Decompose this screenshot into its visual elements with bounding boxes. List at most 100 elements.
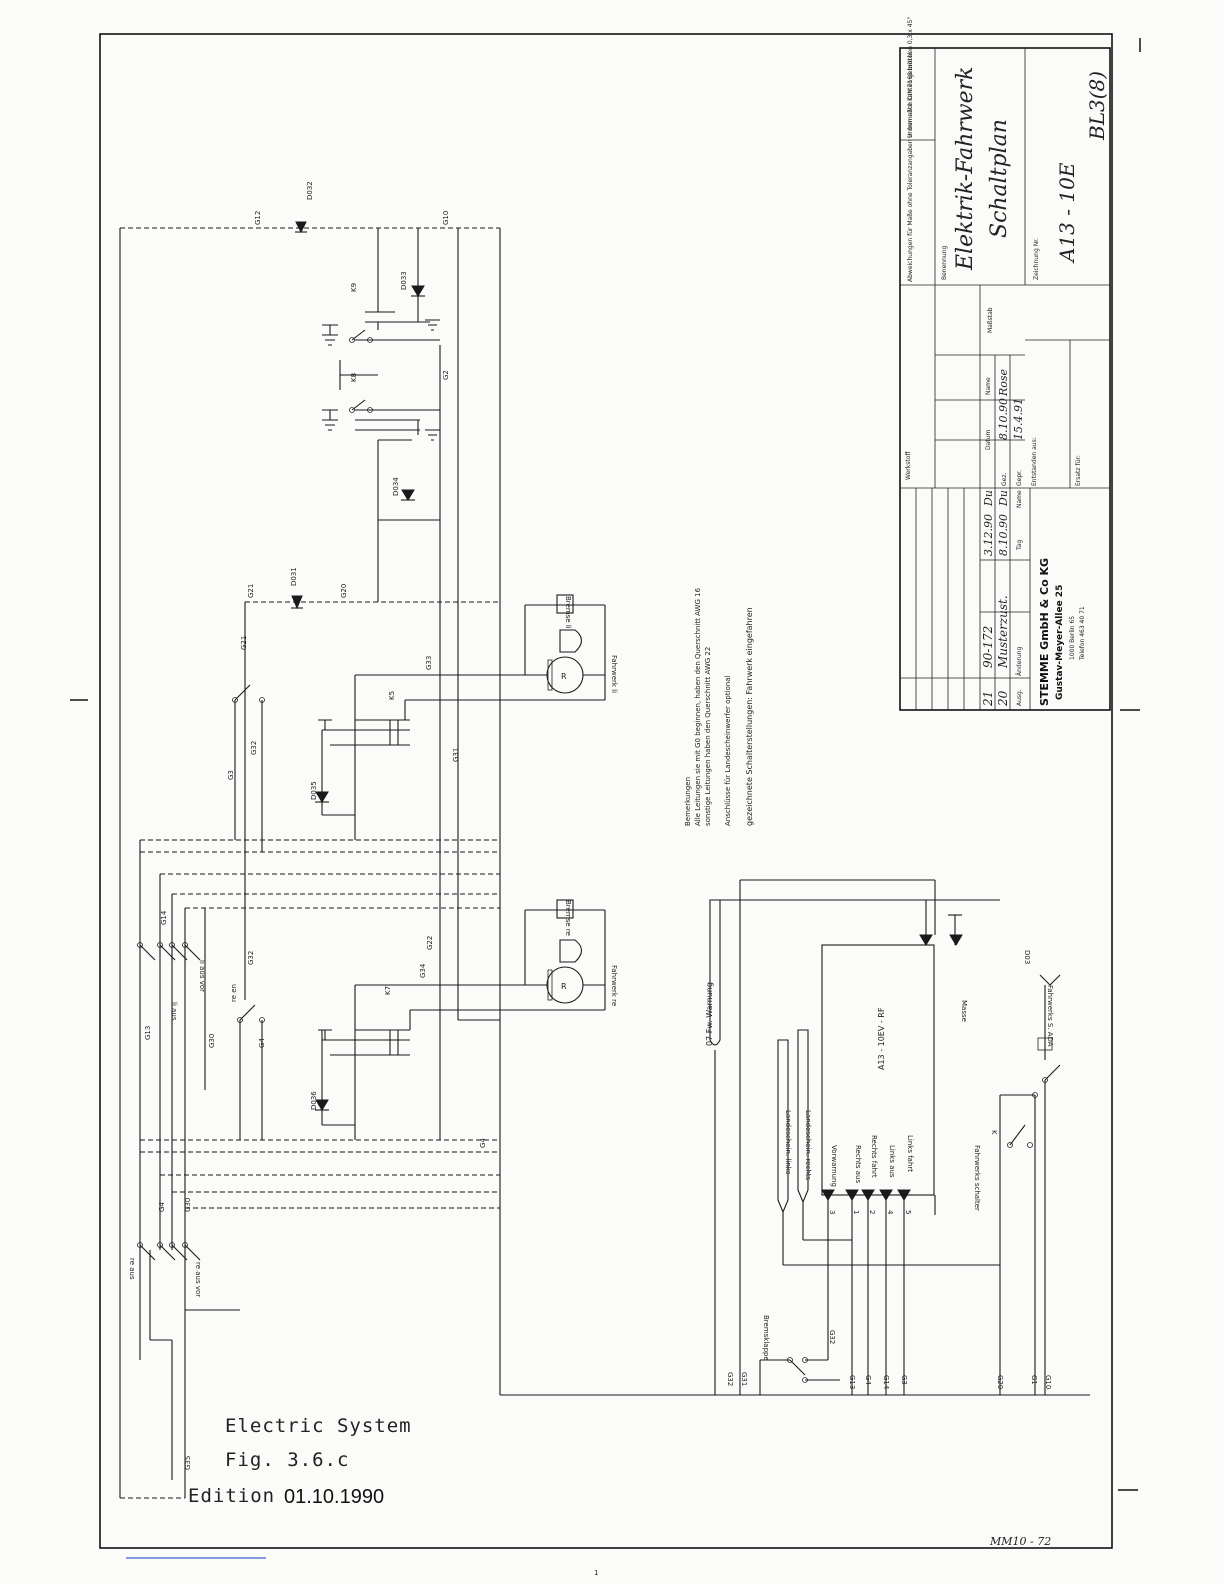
label-ada: Fahrwerks S. ADA [1046,985,1054,1047]
notes-line3: sonstige Leitungen haben den Querschnitt… [704,647,712,826]
label-g4-bus: G4 [479,1138,487,1148]
caption-edition-word: Edition [188,1485,275,1507]
label-schalter: Fahrwerks schalter [973,1145,981,1211]
label-k7: K7 [384,986,392,995]
diode-d032 [295,221,307,234]
label-d031: D031 [290,567,298,586]
label-d035: D035 [310,781,318,800]
rev2-aenderung: Musterzust. [996,595,1010,669]
label-pin-links-fahrt: Links fahrt [906,1135,914,1172]
label-g14c: G14 [882,1375,890,1390]
notes-line1: Bemerkungen [684,777,692,826]
label-pin5: 5 [904,1210,912,1214]
motor-symbol: R [561,672,567,681]
col-name: Name [985,377,992,395]
label-bremse-li: Bremse li [564,596,572,629]
label-g13: G13 [144,1026,152,1040]
company-name: STEMME GmbH & Co KG [1038,558,1051,706]
notes-line4: Anschlüsse für Landescheinwerfer optiona… [724,675,732,826]
notes-block: Bemerkungen Alle Leitungen sie mit G0 be… [684,587,754,826]
bus-lines [119,227,1090,1499]
label-warnung: 07 Fw. Warnung [705,982,714,1046]
diode-d033 [411,285,425,297]
limit-switches [137,684,265,1261]
label-g20: G20 [340,584,348,598]
label-g33: G33 [425,656,433,670]
entstanden-label: Entstanden aus: [1031,437,1038,486]
notes-line5: gezeichnete Schalterstellungen: Fahrwerk… [745,607,754,826]
rev2-name: Du [997,490,1010,507]
label-landeschein-links: Landeschein. links [784,1110,792,1175]
label-d036: D036 [310,1091,318,1110]
label-pin4: 4 [886,1210,894,1215]
label-bremsklappe: Bremsklappe [762,1315,770,1361]
label-li-aus: li aus [170,1002,178,1021]
company-street: Gustav-Meyer-Allee 25 [1055,585,1065,700]
label-g21: G21 [247,584,255,598]
sheet-border [99,33,1113,1549]
label-d032: D032 [306,181,314,200]
sheet-code: MM10 - 72 [989,1535,1051,1548]
caption-title: Electric System [225,1415,412,1437]
label-g30b: G30 [184,1198,192,1212]
label-g21b: G21 [240,636,248,650]
row-gez: Gez. [1001,473,1008,486]
rev1-name: Du [982,490,995,507]
label-li-aus-vor: li aus vor [198,960,206,992]
label-g10: G10 [442,211,450,225]
schematic-labels: D032 G12 G10 D033 K9 K8 G2 D034 D031 G21… [128,181,1054,1470]
label-k9: K9 [350,283,358,292]
sheet-ref: BL3(8) [1085,71,1109,141]
label-g3c: G3 [900,1375,908,1385]
label-pin-rechts-fahrt: Rechts fahrt [870,1135,878,1178]
label-g20c: G20 [996,1375,1004,1389]
label-g12: G12 [254,211,262,225]
diode-d031 [291,595,303,610]
diode-d034 [401,489,415,501]
brake-symbol-2 [559,939,583,963]
notes-line2: Alle Leitungen sie mit G0 beginnen, habe… [694,587,702,826]
diode-d035 [315,730,355,816]
label-bremse-re: Bremse re [564,900,572,936]
rev-header-ausg: Ausg. [1016,689,1023,706]
title-block: Abweichungen für Maße ohne Toleranzangab… [899,17,1111,711]
row-gepr: Gepr. [1016,470,1023,486]
tolerance-header: Abweichungen für Maße ohne Toleranzangab… [907,52,914,282]
label-re-aus-vor: re aus vor [194,1262,202,1297]
gez-date: 8.10.90 [997,398,1010,440]
label-re-en: re en [230,984,238,1002]
drawing-number: A13 - 10E [1055,162,1079,264]
company-city: 1000 Berlin 65 [1069,616,1076,660]
label-re-aus: re aus [128,1258,136,1280]
label-d033: D033 [400,271,408,290]
label-pin-rechts-aus: Rechts aus [854,1145,862,1183]
label-g10c: G10 [1044,1375,1052,1389]
label-k8: K8 [350,373,358,382]
gez-name: Rose [997,368,1010,397]
label-fahrwerk-re: Fahrwerk re [610,965,618,1006]
label-g31c: G31 [740,1372,748,1386]
rev2-tag: 8.10.90 [997,514,1010,556]
rev-header-name: Name [1016,490,1023,508]
ground-symbol [322,324,338,346]
label-g4: G4 [258,1038,266,1048]
ersatz-label: Ersatz für: [1075,455,1082,486]
label-g3: G3 [227,770,235,780]
caption-figure: Fig. 3.6.c [225,1449,349,1471]
caption-edition-date: 01.10.1990 [284,1486,384,1508]
label-g34: G34 [419,963,427,978]
ground-symbol [425,319,440,331]
gepr-date: 15.4.91 [1012,398,1025,440]
label-d034: D034 [392,477,400,496]
rev1-tag: 3.12.90 [982,514,995,556]
diode-d036 [315,1030,355,1126]
drawing-title-line2: Schaltplan [987,119,1012,238]
drawing-title-line1: Elektrik-Fahrwerk [953,67,978,272]
label-pin3: 3 [828,1210,836,1214]
label-pin1: 1 [852,1210,860,1214]
motor-left-gear: R [318,594,606,840]
motor-right-gear: R [318,612,606,1140]
label-g35: G35 [184,1456,192,1470]
motor-symbol-2: R [561,982,567,991]
label-masse: Masse [960,1000,968,1022]
